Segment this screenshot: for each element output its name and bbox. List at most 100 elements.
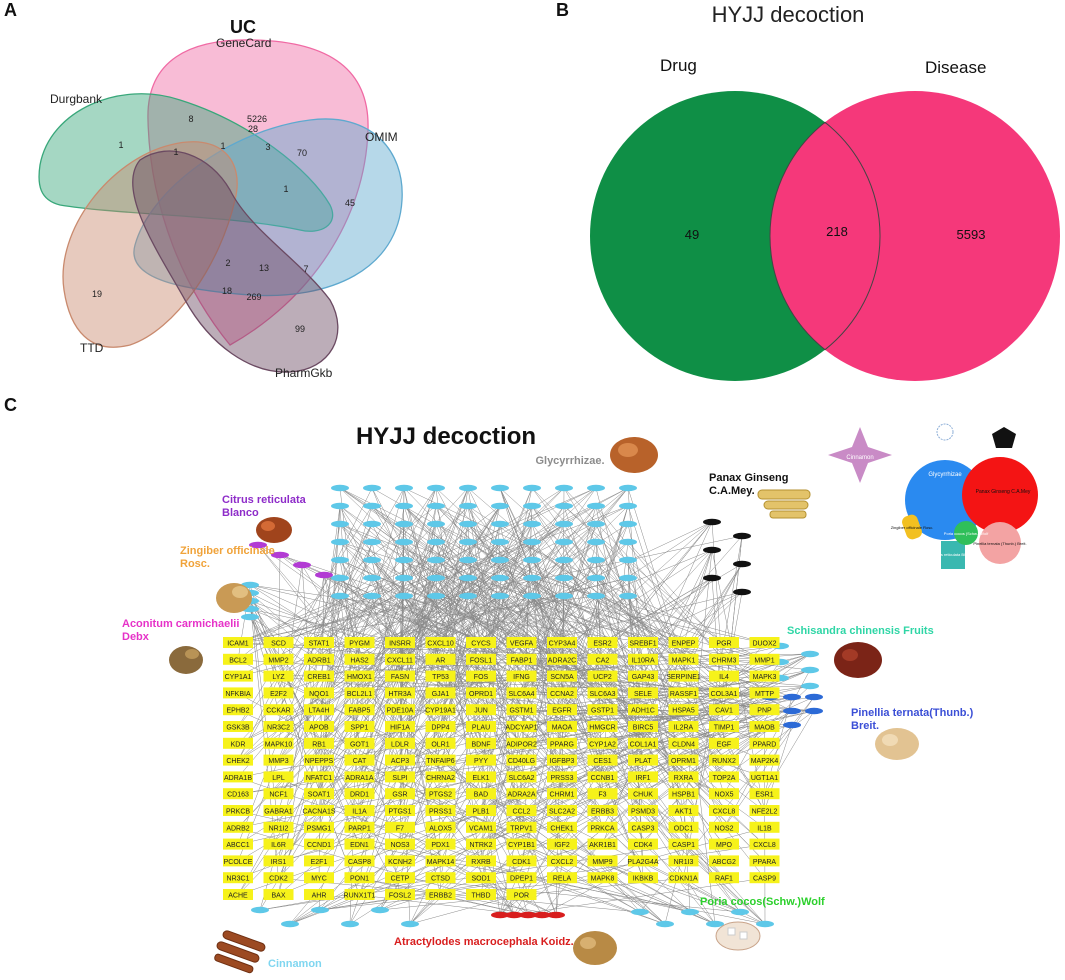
herb-label: Atractylodes macrocephala Koidz. xyxy=(394,936,574,948)
legend-poria xyxy=(954,521,978,545)
compound-node xyxy=(731,908,749,916)
network-edge xyxy=(318,760,766,925)
gene-node xyxy=(709,805,739,816)
venn5-label-pharmgkb: PharmGkb xyxy=(275,366,333,380)
gene-node xyxy=(668,754,699,766)
network-edge xyxy=(627,541,765,694)
gene-label: LDLR xyxy=(391,741,409,748)
compound-node xyxy=(523,520,541,528)
network-edge xyxy=(237,777,666,925)
gene-label: PYY xyxy=(474,758,488,765)
gene-node xyxy=(385,855,415,867)
compound-node xyxy=(555,592,573,600)
gene-node xyxy=(547,771,577,783)
network-edge xyxy=(399,523,565,677)
gene-node xyxy=(304,721,334,732)
compound-node xyxy=(801,682,819,690)
gene-node xyxy=(385,754,415,766)
gene-label: ADCYAP1 xyxy=(505,725,537,732)
gene-node xyxy=(587,872,618,884)
gene-label: AKT1 xyxy=(675,809,693,816)
gene-node xyxy=(709,855,739,867)
gene-node xyxy=(385,788,415,800)
compound-node xyxy=(783,721,801,729)
gene-label: MAP2K4 xyxy=(751,758,779,765)
gene-label: CXCL8 xyxy=(753,842,776,849)
venn5-title: UC xyxy=(230,17,256,37)
compound-node xyxy=(331,520,349,528)
compound-node xyxy=(756,920,774,928)
gene-label: PLB1 xyxy=(472,809,489,816)
compound-node xyxy=(363,520,381,528)
gene-label: NFATC1 xyxy=(306,775,332,782)
gene-node xyxy=(304,872,334,884)
gene-node xyxy=(223,788,253,800)
compound-node xyxy=(801,666,819,674)
gene-label: CDK1 xyxy=(512,859,531,866)
legend-panax xyxy=(962,457,1038,533)
gene-node xyxy=(668,704,699,716)
gene-label: MTTP xyxy=(755,691,774,698)
gene-node xyxy=(749,855,780,867)
gene-label: E2F1 xyxy=(311,859,328,866)
gene-label: VEGFA xyxy=(510,641,534,648)
gene-node xyxy=(425,754,456,766)
compound-node xyxy=(555,502,573,510)
legend-cinnamon-star xyxy=(828,427,892,483)
gene-node xyxy=(425,687,456,699)
gene-label: NQO1 xyxy=(309,691,329,698)
compound-node xyxy=(587,556,605,564)
compound-node xyxy=(293,561,311,569)
gene-label: CETP xyxy=(391,876,410,883)
gene-node xyxy=(547,855,577,867)
compound-node xyxy=(587,574,605,582)
gene-node xyxy=(304,653,334,665)
network-edge xyxy=(642,724,771,812)
gene-node xyxy=(425,737,456,749)
herb-label: Pinellia ternata(Thunb.)Breit. xyxy=(851,707,974,732)
gene-label: TP53 xyxy=(432,674,449,681)
herb-label: Glycyrrhizae. xyxy=(535,455,604,467)
gene-node xyxy=(547,704,577,716)
venn5-set-durgbank xyxy=(38,93,334,232)
gene-node xyxy=(749,754,780,766)
compound-node xyxy=(783,693,801,701)
compound-node xyxy=(331,502,349,510)
gene-node xyxy=(344,704,375,716)
gene-node xyxy=(425,805,456,816)
gene-node xyxy=(263,754,294,766)
compound-node xyxy=(681,908,699,916)
gene-node xyxy=(587,771,618,783)
compound-node xyxy=(555,574,573,582)
venn5-count: 99 xyxy=(295,324,305,334)
network-edge xyxy=(521,659,771,712)
gene-node xyxy=(344,721,375,732)
gene-node xyxy=(385,821,415,833)
gene-node xyxy=(506,670,537,682)
compound-node xyxy=(311,906,329,914)
gene-label: IGFBP3 xyxy=(550,758,575,765)
venn5-count: 19 xyxy=(92,289,102,299)
compound-node xyxy=(395,538,413,546)
gene-label: FOSL1 xyxy=(470,657,492,664)
gene-node xyxy=(223,737,253,749)
gene-node xyxy=(385,637,415,648)
gene-label: NTRK2 xyxy=(470,842,493,849)
gene-label: SLC6A3 xyxy=(589,691,615,698)
network-edge xyxy=(764,696,815,761)
network-edge xyxy=(399,693,515,916)
network-edge xyxy=(440,661,781,812)
gene-label: CES1 xyxy=(593,758,611,765)
gene-node xyxy=(466,737,496,749)
network-edge xyxy=(323,574,684,879)
gene-node xyxy=(668,855,699,867)
compound-node xyxy=(331,574,349,582)
gene-label: IKBKB xyxy=(633,876,654,883)
network-edge xyxy=(371,577,482,828)
gene-node xyxy=(587,754,618,766)
venn5-count: 3 xyxy=(265,142,270,152)
gene-node xyxy=(425,855,456,867)
gene-label: DUOX2 xyxy=(752,641,776,648)
gene-label: GSTM1 xyxy=(509,708,533,715)
